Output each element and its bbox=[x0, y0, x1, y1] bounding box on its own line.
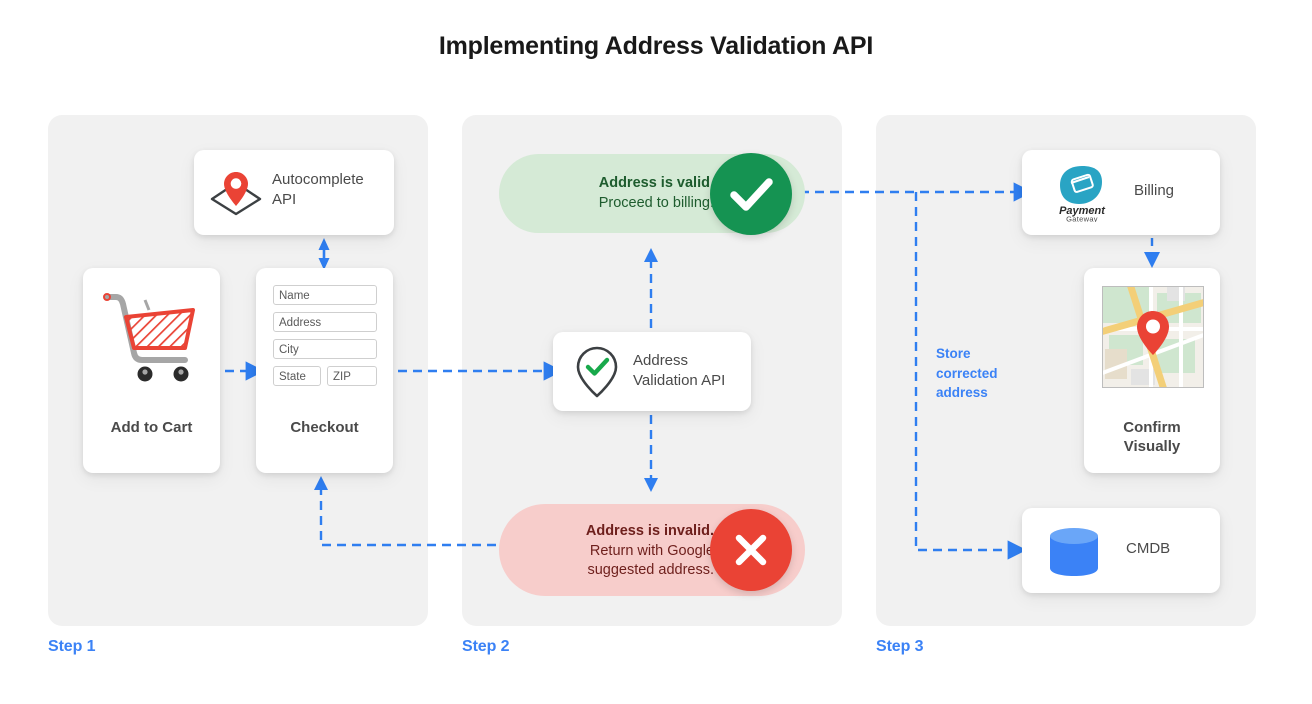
address-valid-text: Address is valid. Proceed to billing. bbox=[539, 174, 714, 213]
check-circle-icon bbox=[710, 153, 792, 235]
map-pin-diamond-icon bbox=[210, 172, 262, 216]
address-valid-headline: Address is valid. bbox=[598, 175, 714, 191]
pin-check-icon bbox=[576, 346, 618, 398]
billing-card[interactable]: Payment Gateway Billing bbox=[1022, 150, 1220, 235]
address-field[interactable]: Address bbox=[273, 312, 377, 332]
map-thumbnail-icon bbox=[1102, 286, 1204, 388]
payment-gateway-icon: Payment Gateway bbox=[1059, 166, 1106, 223]
address-valid-detail: Proceed to billing. bbox=[598, 194, 714, 211]
cmdb-label: CMDB bbox=[1126, 540, 1171, 557]
database-icon bbox=[1050, 528, 1098, 576]
step-2-label: Step 2 bbox=[462, 638, 510, 655]
checkout-card[interactable]: Name Address City State ZIP Checkout bbox=[256, 268, 393, 473]
state-field[interactable]: State bbox=[273, 366, 321, 386]
cmdb-card[interactable]: CMDB bbox=[1022, 508, 1220, 593]
name-field[interactable]: Name bbox=[273, 285, 377, 305]
page-title: Implementing Address Validation API bbox=[438, 32, 874, 60]
svg-text:Gateway: Gateway bbox=[1066, 215, 1098, 223]
billing-label: Billing bbox=[1134, 182, 1175, 199]
step-3-label: Step 3 bbox=[876, 638, 924, 655]
add-to-cart-label: Add to Cart bbox=[110, 419, 193, 436]
svg-text:Payment: Payment bbox=[1059, 205, 1106, 217]
shopping-cart-icon bbox=[103, 293, 195, 382]
checkout-label: Checkout bbox=[290, 419, 359, 436]
add-to-cart-card[interactable]: Add to Cart bbox=[83, 268, 220, 473]
x-circle-icon bbox=[710, 509, 792, 591]
zip-field[interactable]: ZIP bbox=[327, 366, 377, 386]
city-field[interactable]: City bbox=[273, 339, 377, 359]
address-invalid-headline: Address is invalid. bbox=[585, 523, 714, 539]
step-1-label: Step 1 bbox=[48, 638, 96, 655]
